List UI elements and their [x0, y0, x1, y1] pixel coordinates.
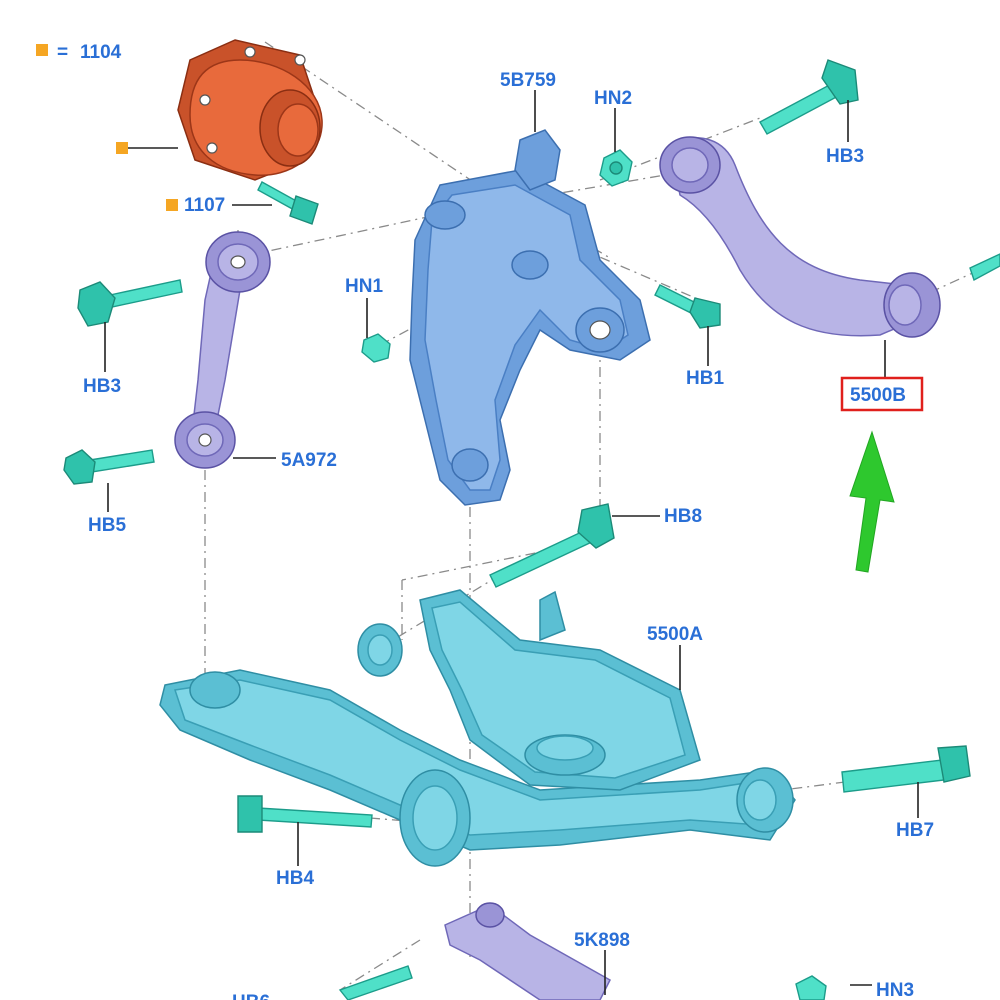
- label-5K898: 5K898: [574, 930, 630, 951]
- bolt-hb8: [489, 503, 615, 588]
- label-5500B: 5500B: [850, 385, 906, 406]
- bolt-1107: [257, 181, 319, 225]
- toe-link-part: [174, 231, 271, 469]
- label-hb5: HB5: [88, 515, 126, 536]
- bolt-hb7: [841, 745, 971, 793]
- wheel-hub-part: [177, 39, 323, 181]
- label-hb4: HB4: [276, 868, 314, 889]
- square-icon: [116, 142, 128, 154]
- knuckle-part: [409, 129, 651, 506]
- label-hb8: HB8: [664, 506, 702, 527]
- legend-equals: =: [57, 42, 68, 63]
- square-icon: [166, 199, 178, 211]
- legend: = 1104: [36, 42, 122, 63]
- bolt-hb3-left: [77, 279, 183, 327]
- bolt-hb1: [654, 284, 721, 329]
- label-5A972: 5A972: [281, 450, 337, 471]
- label-hb-bottom: HB6: [232, 992, 270, 1000]
- legend-part-number: 1104: [80, 42, 122, 63]
- label-hb1: HB1: [686, 368, 724, 389]
- label-hn3: HN3: [876, 980, 914, 1000]
- nut-hn3: [795, 975, 827, 1000]
- bolt-bottom-left: [338, 965, 413, 1000]
- label-5500A: 5500A: [647, 624, 703, 645]
- upper-arm-5500B-part: [659, 136, 941, 338]
- label-hn2: HN2: [594, 88, 632, 109]
- label-1107: 1107: [184, 195, 225, 216]
- lower-link-5K898-part: [444, 902, 611, 1000]
- lower-arm-5500A-part: [159, 589, 796, 867]
- square-icon: [36, 44, 48, 56]
- bolt-hb3-top: [759, 59, 859, 135]
- leader-lines: [104, 90, 919, 995]
- bolt-right-edge: [969, 253, 1000, 282]
- nut-hn1: [361, 333, 391, 363]
- label-hb7: HB7: [896, 820, 934, 841]
- bolt-hb5: [63, 449, 155, 485]
- bolt-hb4: [237, 795, 373, 833]
- label-hb3-left: HB3: [83, 376, 121, 397]
- label-hn1: HN1: [345, 276, 383, 297]
- nut-hn2: [599, 149, 633, 187]
- label-hb3-top: HB3: [826, 146, 864, 167]
- highlight-box: [840, 376, 924, 412]
- up-arrow-icon: [849, 430, 895, 573]
- label-5B759: 5B759: [500, 70, 556, 91]
